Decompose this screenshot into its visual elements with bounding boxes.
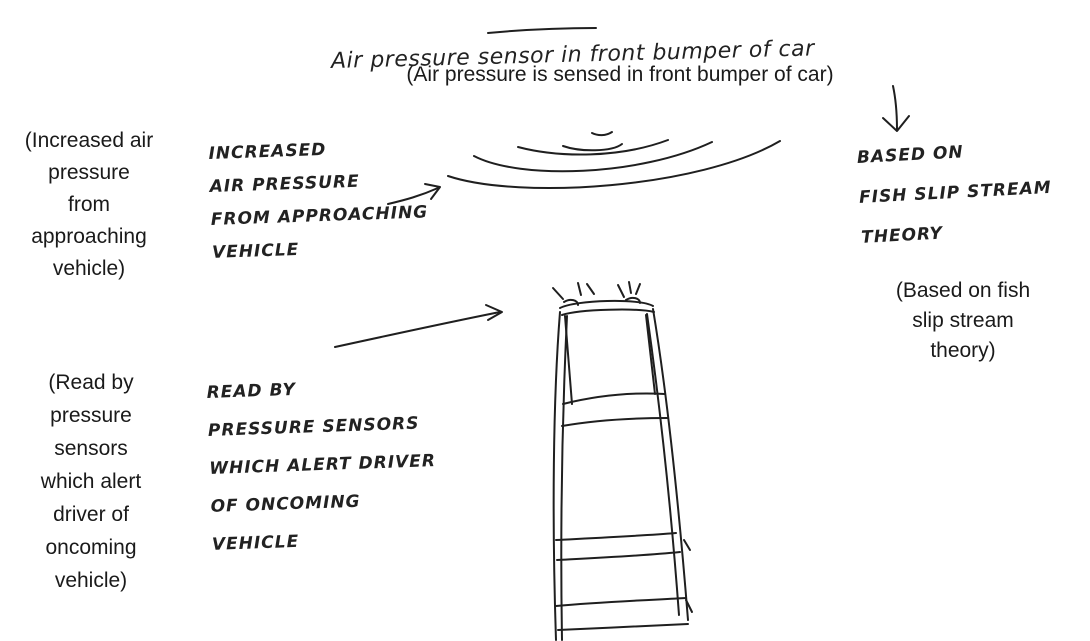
down-arrow-top: [883, 86, 909, 131]
arrow-to-car: [335, 305, 502, 347]
strike-through-mark: [488, 28, 596, 33]
car-sketch: [554, 298, 692, 640]
sensor-tick-marks: [553, 282, 640, 299]
air-pressure-wave-arcs: [448, 132, 780, 188]
arrow-to-waves: [388, 184, 440, 204]
